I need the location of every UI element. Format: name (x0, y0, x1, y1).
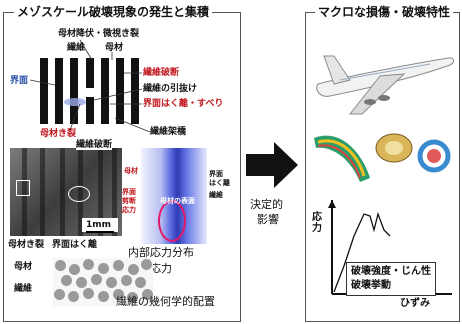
label-matrix-top: 母材 (105, 43, 124, 53)
stress-concentration-ring (158, 200, 186, 242)
scale-bar-box (82, 218, 118, 232)
airplane-image (316, 55, 455, 115)
label-fiber-break: 繊維破断 (143, 68, 180, 78)
scale-bar-label: 1mm (86, 220, 112, 230)
fiber-bar-1 (40, 58, 48, 124)
crack-ellipse (64, 98, 86, 106)
label-internal-stress: 内部応力分布 (128, 246, 194, 259)
label-fiber-top: 繊維 (67, 43, 86, 53)
middle-label-line1: 決定的 (250, 198, 283, 211)
influence-arrow (246, 142, 298, 188)
fiber-bar-5 (101, 58, 109, 124)
label-fiber-arrangement: 繊維の幾何学的配置 (116, 295, 215, 308)
label-dot-matrix: 母材 (14, 262, 33, 272)
label-sim-matrix-surface: 母材の表面 (160, 197, 195, 205)
fiber-bar-6 (116, 58, 124, 124)
label-sim-matrix: 母材 (124, 167, 138, 175)
graph-ylabel: 応力 (312, 212, 322, 234)
fiber-bar-4b (86, 97, 94, 124)
label-micro-fiber-break: 繊維破断 (76, 140, 113, 150)
scale-bar-line (86, 231, 114, 233)
label-fiber-bridge: 繊維架橋 (150, 127, 187, 137)
label-sim-interface-stress: 界面剪断応力 (122, 188, 136, 214)
fiber-bar-2 (55, 58, 63, 124)
right-panel-title: マクロな損傷・破壊特性 (315, 5, 454, 19)
fiber-bar-3 (70, 58, 78, 124)
label-interface: 界面 (10, 76, 29, 86)
graph-xlabel: ひずみ (400, 298, 430, 309)
box-line1: 破壊強度・じん性 (351, 266, 431, 277)
fracture-properties-box: 破壊強度・じん性 破壊挙動 (346, 262, 436, 296)
label-sim-fiber: 繊維 (209, 191, 223, 199)
label-dot-fiber: 繊維 (14, 284, 33, 294)
label-micro-matrix-crack: 母材き裂 (8, 240, 45, 250)
label-matrix-yield: 母材降伏・微視き裂 (58, 29, 140, 39)
middle-label-line2: 影響 (257, 213, 279, 226)
component-parts-image (314, 133, 451, 182)
label-matrix-crack: 母材き裂 (40, 129, 77, 139)
fiber-bar-4 (86, 58, 94, 88)
schematic-leader-lines (29, 39, 151, 133)
label-sim-interface-debond: 界面はく離 (209, 170, 230, 187)
label-debond-slip: 界面はく離・すべり (143, 99, 224, 109)
fiber-arrangement-image (53, 258, 153, 306)
left-panel-title: メゾスケール破壊現象の発生と集積 (14, 5, 213, 19)
box-line2: 破壊挙動 (351, 280, 391, 291)
label-fiber-pullout: 繊維の引抜け (143, 84, 198, 94)
label-micro-debond: 界面はく離 (52, 240, 98, 250)
